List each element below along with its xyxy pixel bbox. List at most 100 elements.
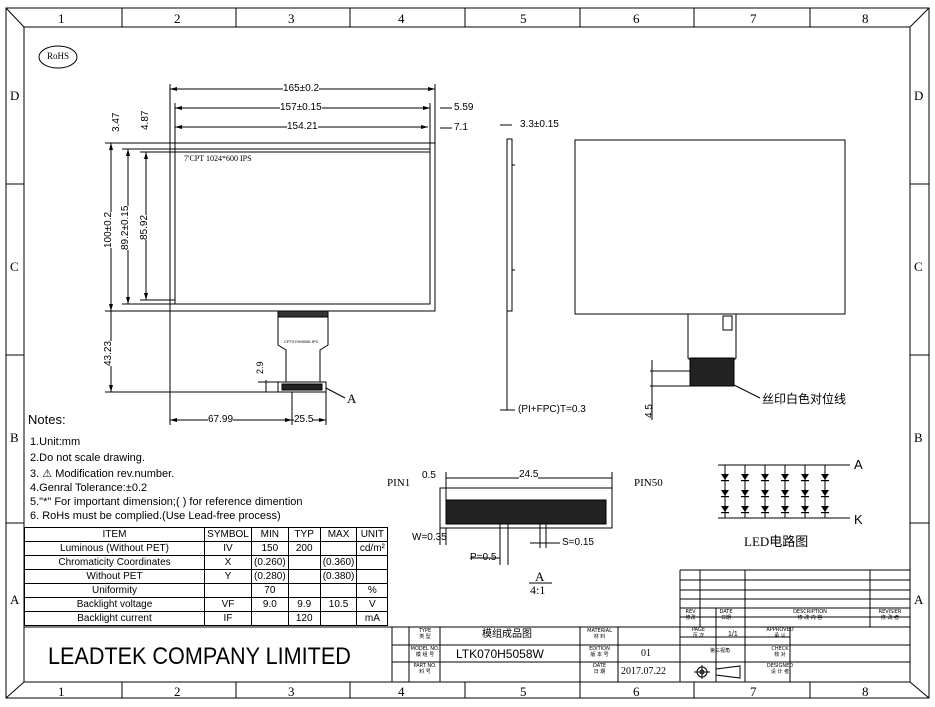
model-label: MODEL NO. 模 组 号	[410, 646, 440, 658]
led-diode-icon	[721, 490, 729, 496]
rohs-badge: RoHS	[47, 51, 70, 61]
detail-view-label: A	[535, 569, 545, 584]
date-value: 2017.07.22	[621, 666, 666, 677]
dim-right-offset-2: 7.1	[454, 122, 468, 133]
zone-col-1-top: 1	[58, 11, 65, 26]
back-view	[574, 139, 846, 420]
note-4: 4.Genral Tolerance:±0.2	[30, 482, 148, 494]
zone-col-4-bottom: 4	[398, 684, 405, 699]
zone-row-d-right: D	[914, 88, 924, 103]
led-cathode-bar	[741, 512, 749, 514]
side-view	[500, 124, 515, 411]
note-3: 3. ⚠ Modification rev.number.	[30, 467, 174, 480]
header-typ: TYP	[287, 527, 321, 542]
zone-col-8-top: 8	[862, 11, 869, 26]
cell	[319, 541, 358, 556]
note-3-text: Modification rev.number.	[55, 468, 175, 480]
cell: cd/m²	[356, 541, 389, 556]
model-value: LTK070H5058W	[456, 647, 544, 661]
led-diode-icon	[721, 474, 729, 480]
zone-col-6-bottom: 6	[633, 684, 640, 699]
zone-col-5-bottom: 5	[520, 684, 527, 699]
pin-end-label: PIN50	[634, 477, 663, 489]
cell: Backlight voltage	[24, 597, 205, 612]
cell	[287, 569, 321, 584]
led-diode-icon	[781, 490, 789, 496]
led-cathode-bar	[741, 480, 749, 482]
edition-value: 01	[641, 648, 651, 659]
cell: 70	[251, 583, 289, 598]
dim-fpc-position: 67.99	[208, 414, 234, 425]
led-diode-icon	[721, 506, 729, 512]
led-cathode-bar	[761, 512, 769, 514]
cell: 150	[251, 541, 289, 556]
dim-right-offset-1: 5.59	[454, 102, 474, 113]
cell: 10.5	[319, 597, 358, 612]
cell: Without PET	[24, 569, 205, 584]
front-view	[105, 84, 452, 425]
header-symbol: SYMBOL	[204, 527, 252, 542]
dim-active-width: 154.21	[287, 121, 318, 132]
cell: Chromaticity Coordinates	[24, 555, 205, 570]
cell	[319, 611, 358, 626]
note-3-number: 3.	[30, 468, 40, 480]
zone-ticks	[6, 8, 929, 698]
zone-row-b-left: B	[10, 430, 19, 445]
cell	[287, 555, 321, 570]
zone-row-d-left: D	[10, 88, 20, 103]
detail-view-scale: 4:1	[530, 583, 546, 597]
zone-col-4-top: 4	[398, 11, 405, 26]
company-name: LEADTEK COMPANY LIMITED	[48, 643, 351, 670]
revisier-label: REVISIER 修 改 者	[878, 609, 902, 621]
header-min: MIN	[251, 527, 289, 542]
led-diode-icon	[821, 506, 829, 512]
cell	[319, 583, 358, 598]
led-cathode-bar	[801, 480, 809, 482]
header-unit: UNIT	[356, 527, 389, 542]
led-cathode-bar	[721, 480, 729, 482]
note-2: 2.Do not scale drawing.	[30, 452, 145, 464]
dim-top-offset-2: 4.87	[140, 110, 151, 130]
cell: mA	[356, 611, 389, 626]
material-label: MATERIAL 材 料	[587, 628, 612, 640]
led-cathode-bar	[781, 480, 789, 482]
led-diode-icon	[761, 490, 769, 496]
led-cathode-bar	[801, 496, 809, 498]
cell: 120	[287, 611, 321, 626]
led-cathode-bar	[741, 496, 749, 498]
cell: X	[204, 555, 252, 570]
cell: %	[356, 583, 389, 598]
edition-label: EDITION 版 本 号	[589, 646, 610, 658]
cell: IF	[204, 611, 252, 626]
spec-table: ITEM SYMBOL MIN TYP MAX UNIT Luminous (W…	[24, 527, 389, 626]
zone-row-c-right: C	[914, 259, 923, 274]
cell: (0.280)	[251, 569, 289, 584]
check-label: CHECK 核 对	[771, 646, 789, 658]
pin-detail	[439, 472, 613, 565]
zone-col-2-top: 2	[174, 11, 181, 26]
dim-outline-width: 157±0.15	[280, 102, 322, 113]
zone-col-3-top: 3	[288, 11, 295, 26]
designed-label: DESIGNED 设 计 者	[766, 663, 794, 675]
cell	[287, 583, 321, 598]
spec-table-header: ITEM SYMBOL MIN TYP MAX UNIT	[24, 527, 389, 542]
led-diode-icon	[741, 474, 749, 480]
led-diode-icon	[781, 506, 789, 512]
led-cathode-bar	[721, 512, 729, 514]
dim-fpc-width: 25.5	[294, 414, 314, 425]
panel-label: 7'CPT 1024*600 IPS	[184, 154, 252, 163]
pin-start-label: PIN1	[387, 477, 411, 489]
zone-row-c-left: C	[10, 259, 19, 274]
back-tail-dim: 4.5	[644, 404, 655, 418]
cell	[204, 583, 252, 598]
zone-col-6-top: 6	[633, 11, 640, 26]
led-diode-icon	[741, 490, 749, 496]
led-cathode-bar	[821, 512, 829, 514]
zone-col-5-top: 5	[520, 11, 527, 26]
page-label: PAGE 页 次	[691, 627, 706, 639]
led-circuit-caption: LED电路图	[744, 534, 809, 549]
zone-row-b-right: B	[914, 430, 923, 445]
dim-fpc-length: 43.23	[103, 340, 114, 366]
